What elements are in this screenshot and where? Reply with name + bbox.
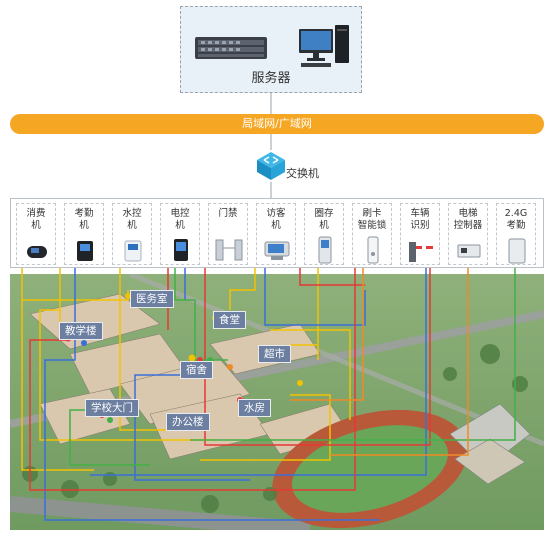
line-yellow-attendance	[39, 268, 215, 441]
device-elevator-controller: 电梯 控制器	[448, 203, 488, 265]
elevator-controller-icon	[457, 244, 481, 258]
device-label: 圈存 机	[314, 208, 334, 231]
barrier-gate-icon	[409, 242, 433, 262]
smart-lock-icon	[367, 236, 379, 264]
device-label: 电梯 控制器	[453, 208, 483, 231]
power-terminal-icon	[174, 239, 188, 261]
line-green-24g	[190, 268, 516, 441]
device-attendance: 考勤 机	[64, 203, 104, 265]
line-blue-gate	[90, 268, 427, 476]
building-label-canteen: 食堂	[213, 311, 246, 329]
line-yellow-access	[229, 268, 256, 310]
device-smart-lock: 刷卡 智能锁	[352, 203, 392, 265]
device-loading: 圈存 机	[304, 203, 344, 265]
switch-icon	[257, 152, 285, 180]
device-access-control: 门禁	[208, 203, 248, 265]
lan-band: 局域网/广域网	[10, 114, 544, 134]
server-box: 服务器	[180, 6, 362, 93]
device-label: 门禁	[218, 208, 238, 219]
desktop-icon	[299, 25, 349, 67]
line-yellow-dorm	[270, 329, 351, 420]
building-label-supermarket: 超市	[258, 345, 291, 363]
building-label-school-gate: 学校大门	[85, 399, 139, 417]
server-label: 服务器	[251, 71, 291, 86]
line-orange-elevator	[330, 268, 469, 456]
device-label: 访客 机	[266, 208, 286, 231]
device-water-control: 水控 机	[112, 203, 152, 265]
device-label: 消费 机	[26, 208, 46, 231]
switch-label: 交换机	[286, 167, 319, 180]
water-terminal-icon	[124, 240, 142, 262]
device-panel: 消费 机 考勤 机 水控 机 电控 机 门禁 访客 机 圈存 机 刷卡 智能锁 …	[10, 198, 544, 268]
line-yellow-visitor	[290, 268, 319, 360]
device-label: 刷卡 智能锁	[357, 208, 387, 231]
building-label-clinic: 医务室	[130, 290, 174, 308]
device-vehicle-recognition: 车辆 识别	[400, 203, 440, 265]
attendance-terminal-icon	[77, 241, 93, 261]
device-label: 车辆 识别	[410, 208, 430, 231]
device-consumption: 消费 机	[16, 203, 56, 265]
device-label: 考勤 机	[74, 208, 94, 231]
24g-reader-icon	[508, 238, 526, 264]
line-orange-lock	[290, 268, 364, 401]
line-yellow-water-room	[200, 394, 331, 461]
device-label: 电控 机	[170, 208, 190, 231]
building-label-dorm: 宿舍	[180, 361, 213, 379]
top-connectors	[270, 93, 272, 198]
visitor-kiosk-icon	[264, 241, 290, 260]
device-visitor: 访客 机	[256, 203, 296, 265]
line-blue-dorm	[134, 268, 250, 481]
device-power-control: 电控 机	[160, 203, 200, 265]
line-blue-canteen	[264, 268, 366, 326]
turnstile-icon	[215, 239, 243, 261]
line-red-lock	[29, 268, 356, 491]
building-label-office: 办公楼	[166, 413, 210, 431]
line-blue-teaching	[44, 268, 380, 521]
line-red-visitor	[299, 268, 365, 286]
loading-kiosk-icon	[318, 236, 332, 264]
server-icon	[195, 25, 349, 67]
device-label: 2.4G 考勤	[504, 208, 528, 231]
pos-terminal-icon	[27, 246, 47, 258]
line-yellow-water	[119, 268, 170, 431]
building-label-water-room: 水房	[238, 399, 271, 417]
device-24g-attendance: 2.4G 考勤	[496, 203, 536, 265]
device-label: 水控 机	[122, 208, 142, 231]
building-label-teaching: 教学楼	[59, 322, 103, 340]
